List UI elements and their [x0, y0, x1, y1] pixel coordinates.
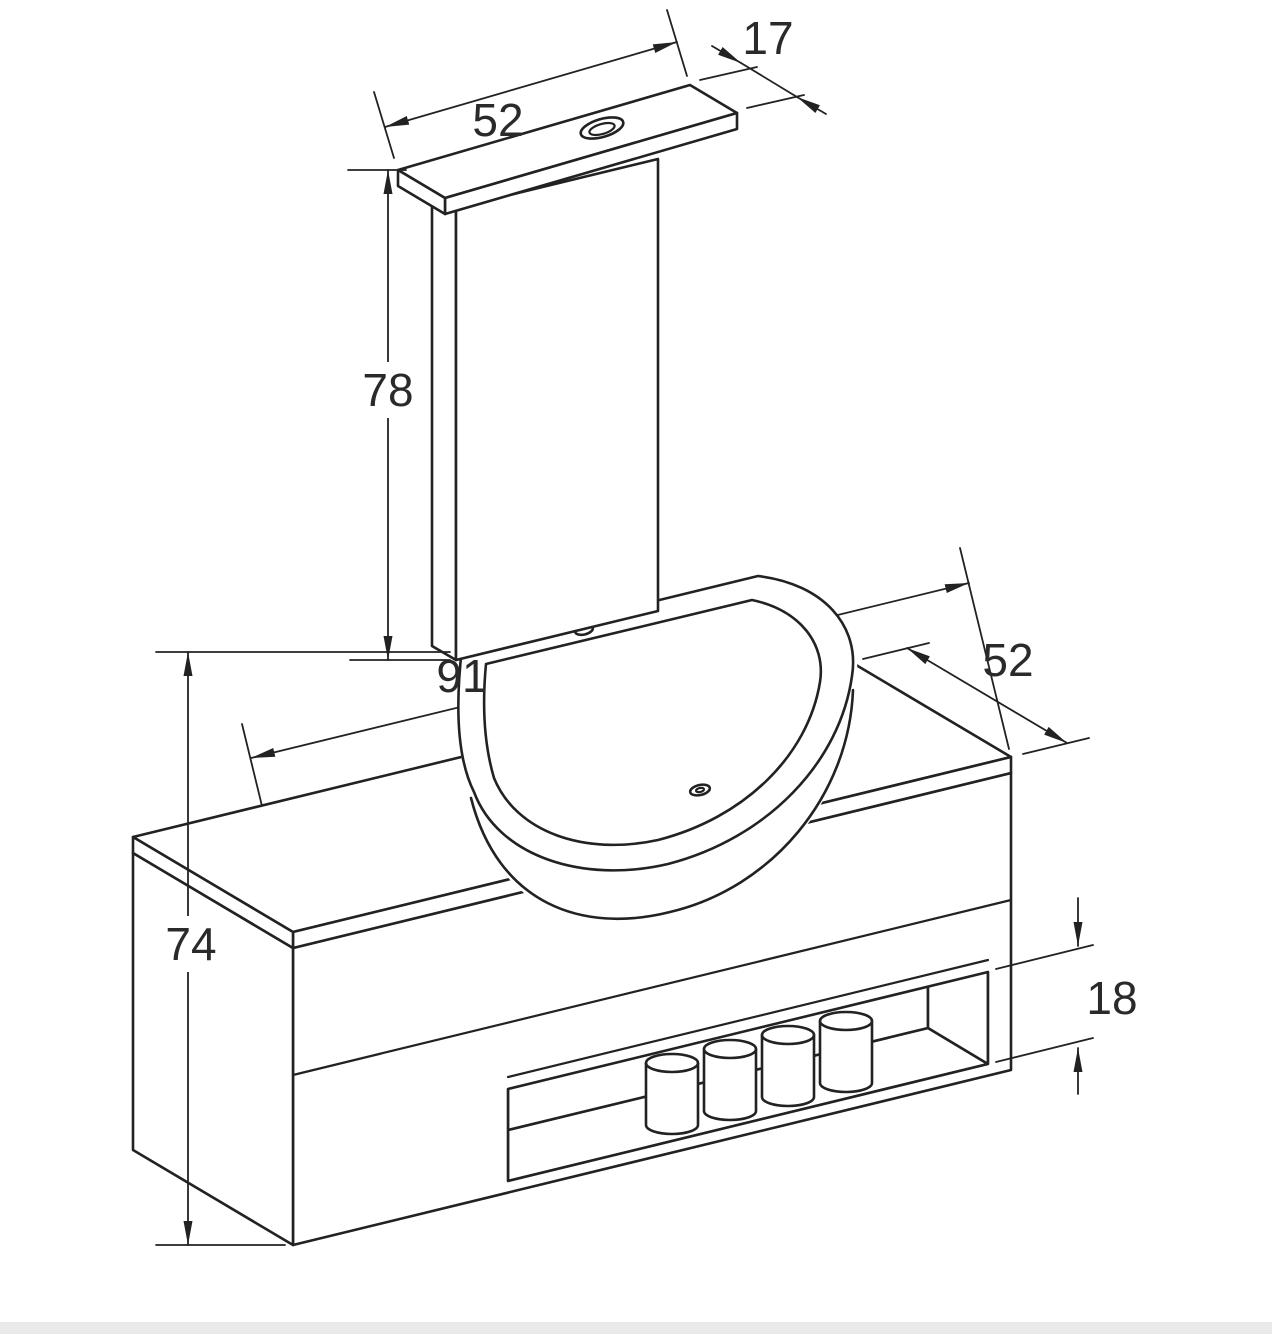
basin — [457, 574, 858, 924]
extension-line — [666, 9, 688, 77]
canopy-depth-label: 17 — [742, 12, 793, 64]
extension-line — [373, 91, 395, 159]
vanity-depth-label: 52 — [982, 634, 1033, 686]
vanity-width-label: 91 — [436, 650, 487, 702]
extension-line — [995, 944, 1094, 970]
vanity-depth-dimension: 52 — [862, 634, 1090, 755]
extension-line — [699, 66, 758, 81]
drawer-seam — [291, 898, 1013, 1077]
mirror-height-label: 78 — [362, 364, 413, 416]
canopy-width-dimension: 52 — [373, 9, 688, 159]
dimension-line — [906, 647, 1068, 744]
page-bottom-edge — [0, 1322, 1272, 1334]
towel-roll — [760, 1024, 816, 1108]
towel-roll — [818, 1010, 874, 1094]
extension-line — [862, 642, 930, 660]
dimension-line — [740, 62, 798, 98]
basin-outer-rim — [457, 574, 855, 872]
dimension-arrow — [796, 96, 827, 115]
extension-line — [746, 94, 805, 109]
drain-hole-inner — [694, 786, 706, 794]
mirror-side-face — [430, 192, 458, 662]
extension-line — [995, 1037, 1094, 1063]
shelf-height-dimension: 18 — [995, 897, 1138, 1095]
canopy-width-label: 52 — [472, 94, 523, 146]
drain-hole — [688, 783, 712, 797]
label-background — [352, 362, 424, 418]
vanity-cabinet — [131, 771, 1013, 1247]
dimension-arrow — [711, 45, 742, 64]
towel-roll — [644, 1052, 700, 1136]
canopy-depth-dimension: 17 — [699, 12, 827, 115]
counter-left-edge — [131, 835, 295, 950]
vanity-height-label: 74 — [165, 918, 216, 970]
shelf-board-edge — [506, 958, 990, 1079]
label-background — [150, 916, 232, 972]
dimension-line — [384, 41, 678, 128]
basin-wall-bottom — [469, 688, 855, 920]
mirror-front-face — [454, 157, 660, 662]
basin-inner-rim — [482, 598, 823, 847]
canopy-left-edge — [396, 168, 447, 216]
towel-roll — [702, 1038, 758, 1122]
mirror-height-dimension: 78 — [347, 169, 451, 661]
mirror — [430, 157, 660, 662]
shelf-height-label: 18 — [1086, 972, 1137, 1024]
vanity-height-dimension: 74 — [150, 651, 451, 1246]
extension-line — [1022, 737, 1090, 755]
